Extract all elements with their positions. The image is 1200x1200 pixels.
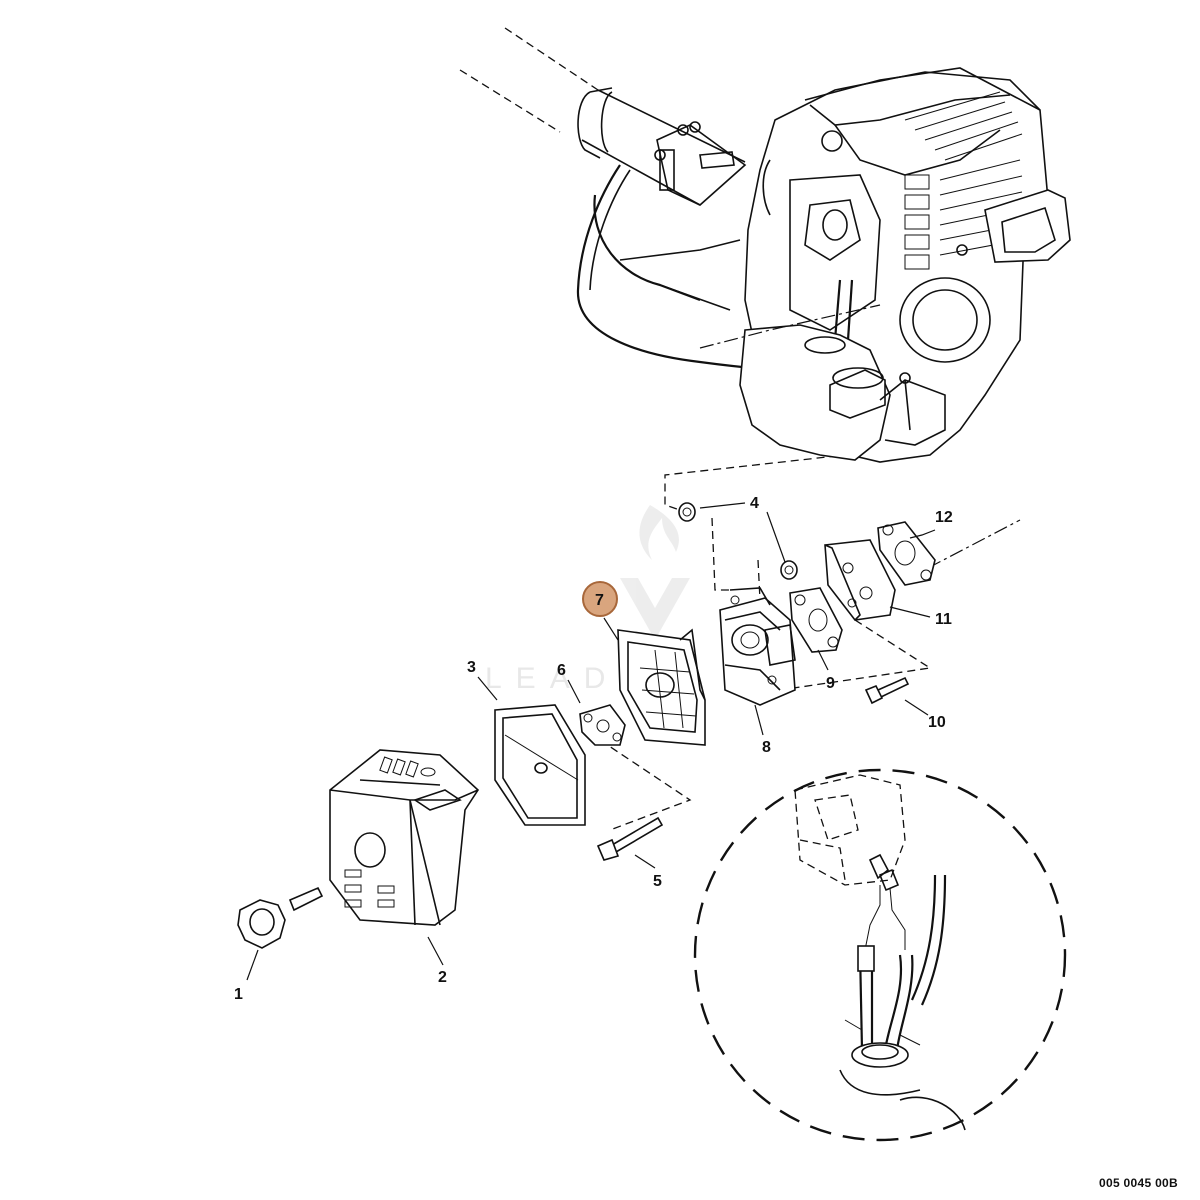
part-4-nut-bottom [780, 560, 798, 580]
part-1-knob [237, 886, 324, 949]
part-8-carburetor [719, 587, 796, 706]
callout-10: 10 [928, 714, 946, 731]
part-11-insulator [824, 539, 896, 621]
callout-9: 9 [826, 675, 835, 692]
callout-3: 3 [467, 659, 476, 676]
callout-leaders [246, 502, 936, 981]
callout-1: 1 [234, 986, 243, 1003]
part-10-screw [864, 676, 910, 705]
part-12-gasket [877, 521, 936, 586]
drive-shaft [459, 27, 747, 206]
throttle-cable [576, 164, 937, 511]
callout-labels: 1 2 3 4 5 6 7 8 9 10 11 12 [234, 495, 953, 1003]
document-code: 005 0045 00B [1099, 1176, 1178, 1190]
detail-fuel-lines [857, 874, 947, 1051]
callout-6: 6 [557, 662, 566, 679]
callout-4: 4 [750, 495, 759, 512]
callout-7-highlight: 7 [582, 581, 618, 617]
part-7-filter-base [617, 628, 706, 746]
callout-8: 8 [762, 739, 771, 756]
detail-carburetor [794, 774, 906, 892]
callout-2: 2 [438, 969, 447, 986]
detail-grommet [839, 1019, 966, 1131]
callout-12: 12 [935, 509, 953, 526]
part-5-screw [596, 816, 664, 861]
part-2-cover [329, 749, 480, 926]
engine-assembly [699, 67, 1071, 463]
callout-7: 7 [595, 592, 604, 609]
part-9-gasket [789, 587, 843, 653]
part-6-choke [579, 704, 626, 746]
callout-5: 5 [653, 873, 662, 890]
cooling-fins [904, 91, 1023, 270]
assembly-lines [599, 517, 1021, 831]
callout-11: 11 [935, 611, 952, 628]
part-4-nut-top [678, 502, 696, 522]
part-3-air-filter [494, 704, 586, 826]
detail-view [693, 768, 1067, 1142]
